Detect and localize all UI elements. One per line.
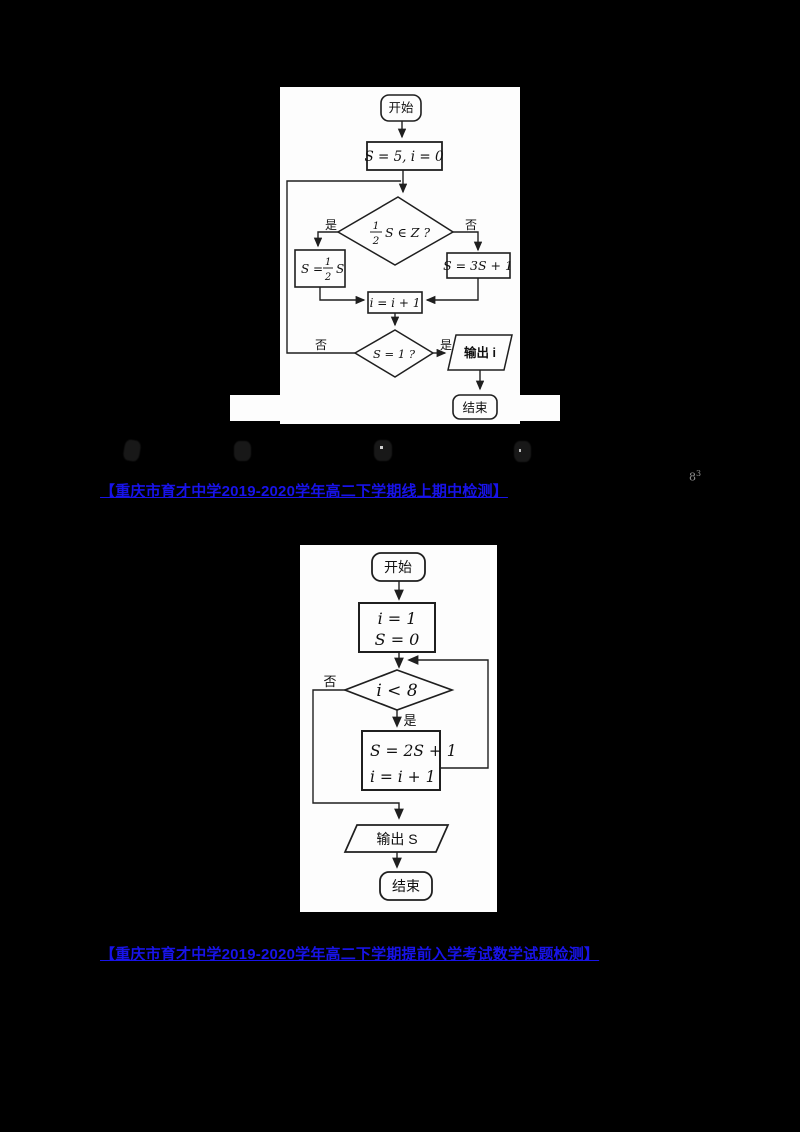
fc1-left-num: 1 [325, 257, 331, 268]
fc2-end-label: 结束 [392, 878, 420, 894]
fc2-yes-label: 是 [403, 713, 416, 728]
fc1-init-box [366, 141, 443, 171]
fc1-start-terminal [380, 94, 422, 122]
footnote-mark: 83 [689, 469, 701, 484]
fc1-end-label: 结束 [462, 401, 488, 415]
fc1-cond1-frac-num: 1 [373, 220, 380, 232]
fc2-init-line1: i = 1 [378, 609, 417, 628]
fc2-body-box [361, 730, 441, 791]
fc2-start-label: 开始 [384, 559, 412, 575]
fc1-no2-label: 否 [315, 338, 327, 352]
fc2-no-line [312, 689, 404, 820]
faint-option-mark [374, 440, 392, 461]
source-link-1[interactable]: 【重庆市育才中学2019-2020学年高二下学期线上期中检测】 [100, 483, 508, 500]
fc1-yes2-label: 是 [440, 338, 452, 352]
fc1-left-den: 2 [324, 272, 331, 283]
faint-option-mark [234, 441, 251, 461]
faint-option-mark [514, 441, 531, 462]
fc1-yes1-line [313, 231, 338, 248]
fc2-loop-line [407, 655, 489, 769]
fc1-no1-line [453, 231, 483, 252]
fc1-cond2-label: S = 1 ? [373, 347, 416, 361]
fc1-end-terminal [452, 394, 498, 420]
fc1-left-to-inc-line [319, 287, 366, 305]
faint-option-mark [122, 438, 142, 463]
fc1-inc-label: i = i + 1 [370, 296, 421, 310]
fc2-init-box [358, 602, 436, 653]
fc1-right-to-inc-line [425, 278, 479, 305]
footnote-main: 8 [689, 470, 696, 484]
scan-speck [519, 449, 521, 452]
footnote-sup: 3 [696, 469, 702, 478]
fc1-cond1-label: S ∈ Z ? [385, 225, 430, 240]
source-link-2[interactable]: 【重庆市育才中学2019-2020学年高二下学期提前入学考试数学试题检测】 [100, 946, 600, 963]
fc1-cond2-diamond [353, 329, 435, 378]
scan-speck [380, 446, 383, 449]
fc1-output-parallelogram [447, 334, 513, 371]
fc1-cond1-diamond [336, 196, 455, 266]
fc2-cond-label: i < 8 [376, 681, 417, 701]
fc2-init-line2: S = 0 [375, 630, 420, 649]
fc1-no1-label: 否 [465, 218, 477, 232]
fc2-output-parallelogram [343, 824, 450, 853]
fc1-init-label: S = 5, i = 0 [364, 149, 444, 165]
fc1-cond1-frac-den: 2 [372, 235, 380, 247]
fc1-output-label: 输出 i [464, 345, 496, 360]
fc1-loop-line [286, 180, 401, 354]
fc1-left-rhs: S [336, 262, 344, 276]
fc1-left-lhs: S = [301, 262, 323, 276]
fc1-right-label: S = 3S + 1 [443, 258, 513, 273]
fc2-body-line1: S = 2S + 1 [370, 742, 457, 760]
flowchart2-svg: 开始 i = 1 S = 0 i < 8 否 是 S = 2S + 1 i = … [312, 552, 489, 901]
flowchart1-image: 开始 S = 5, i = 0 1 2 S ∈ Z ? 是 S = 1 2 S [280, 87, 520, 424]
fc2-output-label: 输出 S [376, 831, 417, 847]
flowchart1-svg: 开始 S = 5, i = 0 1 2 S ∈ Z ? 是 S = 1 2 S [286, 94, 513, 420]
fc2-end-terminal [379, 871, 433, 901]
fc1-yes1-label: 是 [325, 218, 337, 232]
fc2-no-label: 否 [323, 674, 336, 689]
fc1-start-label: 开始 [388, 101, 414, 115]
flowchart2-image: 开始 i = 1 S = 0 i < 8 否 是 S = 2S + 1 i = … [300, 545, 497, 912]
fc2-body-line2: i = i + 1 [370, 768, 435, 786]
